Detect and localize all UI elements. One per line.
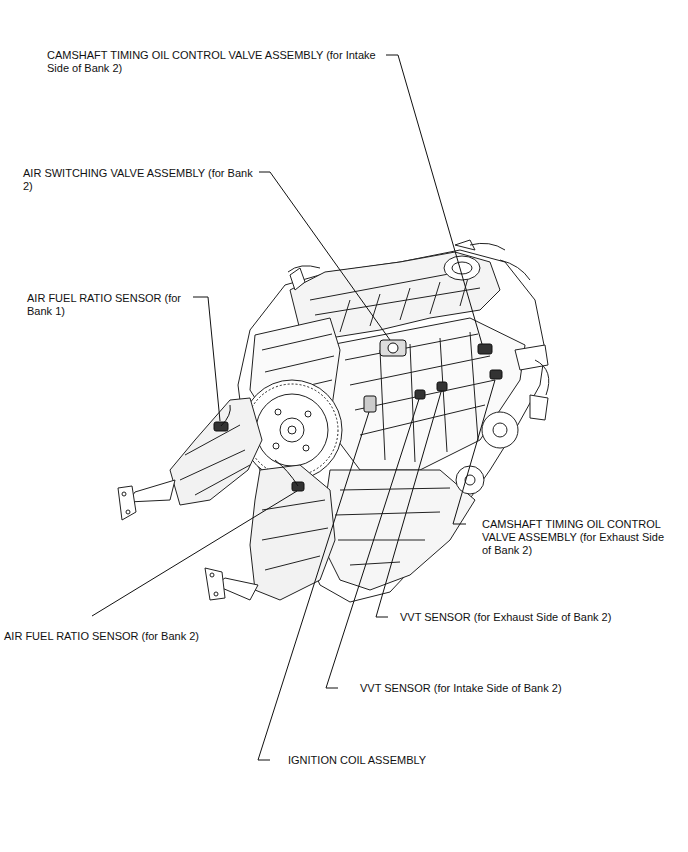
part-label: VVT SENSOR (for Exhaust Side of Bank 2) <box>400 611 611 624</box>
leader-lines <box>92 55 495 760</box>
part-label: AIR FUEL RATIO SENSOR (for Bank 2) <box>4 630 199 643</box>
part-label: CAMSHAFT TIMING OIL CONTROL VALVE ASSEMB… <box>47 49 387 75</box>
part-label: CAMSHAFT TIMING OIL CONTROL VALVE ASSEMB… <box>482 518 668 557</box>
part-label: VVT SENSOR (for Intake Side of Bank 2) <box>360 682 562 695</box>
part-label: AIR FUEL RATIO SENSOR (for Bank 1) <box>27 292 182 318</box>
part-label: IGNITION COIL ASSEMBLY <box>288 754 426 767</box>
part-label: AIR SWITCHING VALVE ASSEMBLY (for Bank 2… <box>23 167 258 193</box>
